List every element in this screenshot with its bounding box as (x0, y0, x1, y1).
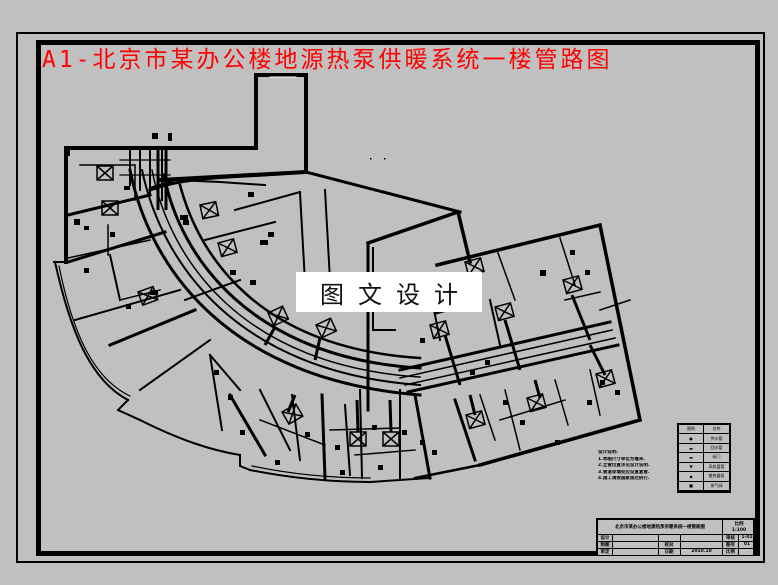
legend-name: 回水管 (704, 444, 729, 454)
watermark: 图文设计 (296, 272, 482, 312)
tb-label: 比例 (726, 549, 735, 555)
tb-label: 审定 (600, 549, 610, 555)
legend-table: 图例 名称 ● 供水管 ▬ 回水管 ▬ 阀门 ▼ 风机盘管 ◆ 散热器组 ■ 排… (677, 423, 731, 493)
legend-name: 供水管 (704, 434, 729, 444)
tb-value: 01 (743, 542, 751, 547)
note-item: 3.管道穿墙处应设置套管. (598, 469, 650, 475)
pipe-branches (156, 150, 607, 433)
tb-label: 设计 (600, 535, 610, 541)
scale-value: 1:100 (731, 528, 747, 533)
design-notes: 设计说明: 1.本图尺寸单位为毫米. 2.立管位置详见设计说明. 3.管道穿墙处… (598, 450, 678, 483)
legend-header-symbol: 图例 (679, 425, 704, 435)
drawing-title: A1-北京市某办公楼地源热泵供暖系统一楼管路图 (42, 47, 613, 73)
notes-heading: 设计说明: (598, 450, 618, 455)
legend-symbol: ▬ (679, 443, 704, 454)
legend-header-name: 名称 (704, 425, 729, 435)
legend-name: 排气阀 (704, 482, 729, 491)
tb-label: 制图 (600, 542, 610, 548)
legend-name: 阀门 (704, 453, 729, 463)
inner-frame (36, 40, 760, 556)
legend-symbol: ▼ (679, 462, 704, 473)
tb-label: 审核 (726, 535, 735, 541)
legend-symbol: ◆ (679, 472, 704, 482)
tb-value: 2010.10 (691, 549, 712, 554)
scale-label: 比例 (734, 521, 744, 527)
legend-symbol: ▬ (679, 453, 704, 463)
note-item: 4.施工请按国家规范执行. (598, 476, 650, 481)
note-item: 2.立管位置详见设计说明. (598, 463, 650, 468)
project-name: 北京市某办公楼地源热泵供暖系统一楼管路图 (615, 525, 705, 530)
legend-symbol: ■ (679, 481, 704, 491)
tb-label: 日期 (664, 549, 674, 555)
legend-name: 散热器组 (704, 472, 729, 482)
tb-label: 图号 (726, 542, 735, 548)
valve-markers (64, 133, 620, 475)
outer-frame (16, 32, 765, 563)
legend-name: 风机盘管 (704, 463, 729, 473)
watermark-text: 图文设计 (320, 280, 472, 309)
tb-value: 1-01 (741, 535, 753, 540)
tb-label: 校对 (664, 542, 674, 548)
title-block: 北京市某办公楼地源热泵供暖系统一楼管路图 比例 1:100 设计 审核 1-01… (596, 518, 755, 555)
note-item: 1.本图尺寸单位为毫米. (598, 456, 646, 462)
legend-symbol: ● (679, 434, 704, 444)
